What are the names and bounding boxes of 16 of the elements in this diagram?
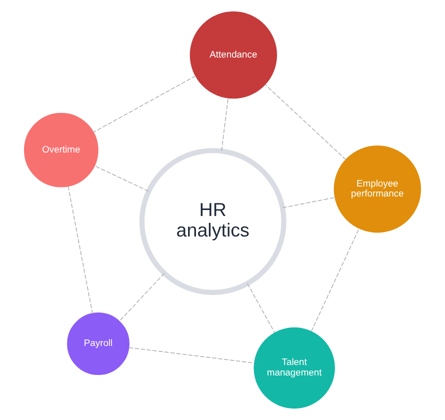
connector	[94, 165, 149, 192]
connector	[128, 347, 255, 364]
node-circle: Overtime	[24, 112, 98, 188]
connector	[92, 75, 196, 133]
connector	[310, 228, 360, 332]
connector	[221, 98, 229, 152]
node-circle: Talent management	[254, 327, 335, 409]
node-circle: Attendance	[190, 11, 278, 99]
connector	[247, 283, 276, 333]
connector	[282, 197, 336, 208]
node-circle: HR analytics	[139, 148, 286, 296]
node-circle: Employee performance	[334, 146, 421, 233]
node-circle: Payroll	[67, 312, 130, 375]
connector	[119, 272, 165, 322]
connector	[264, 84, 346, 160]
connector	[68, 186, 93, 314]
